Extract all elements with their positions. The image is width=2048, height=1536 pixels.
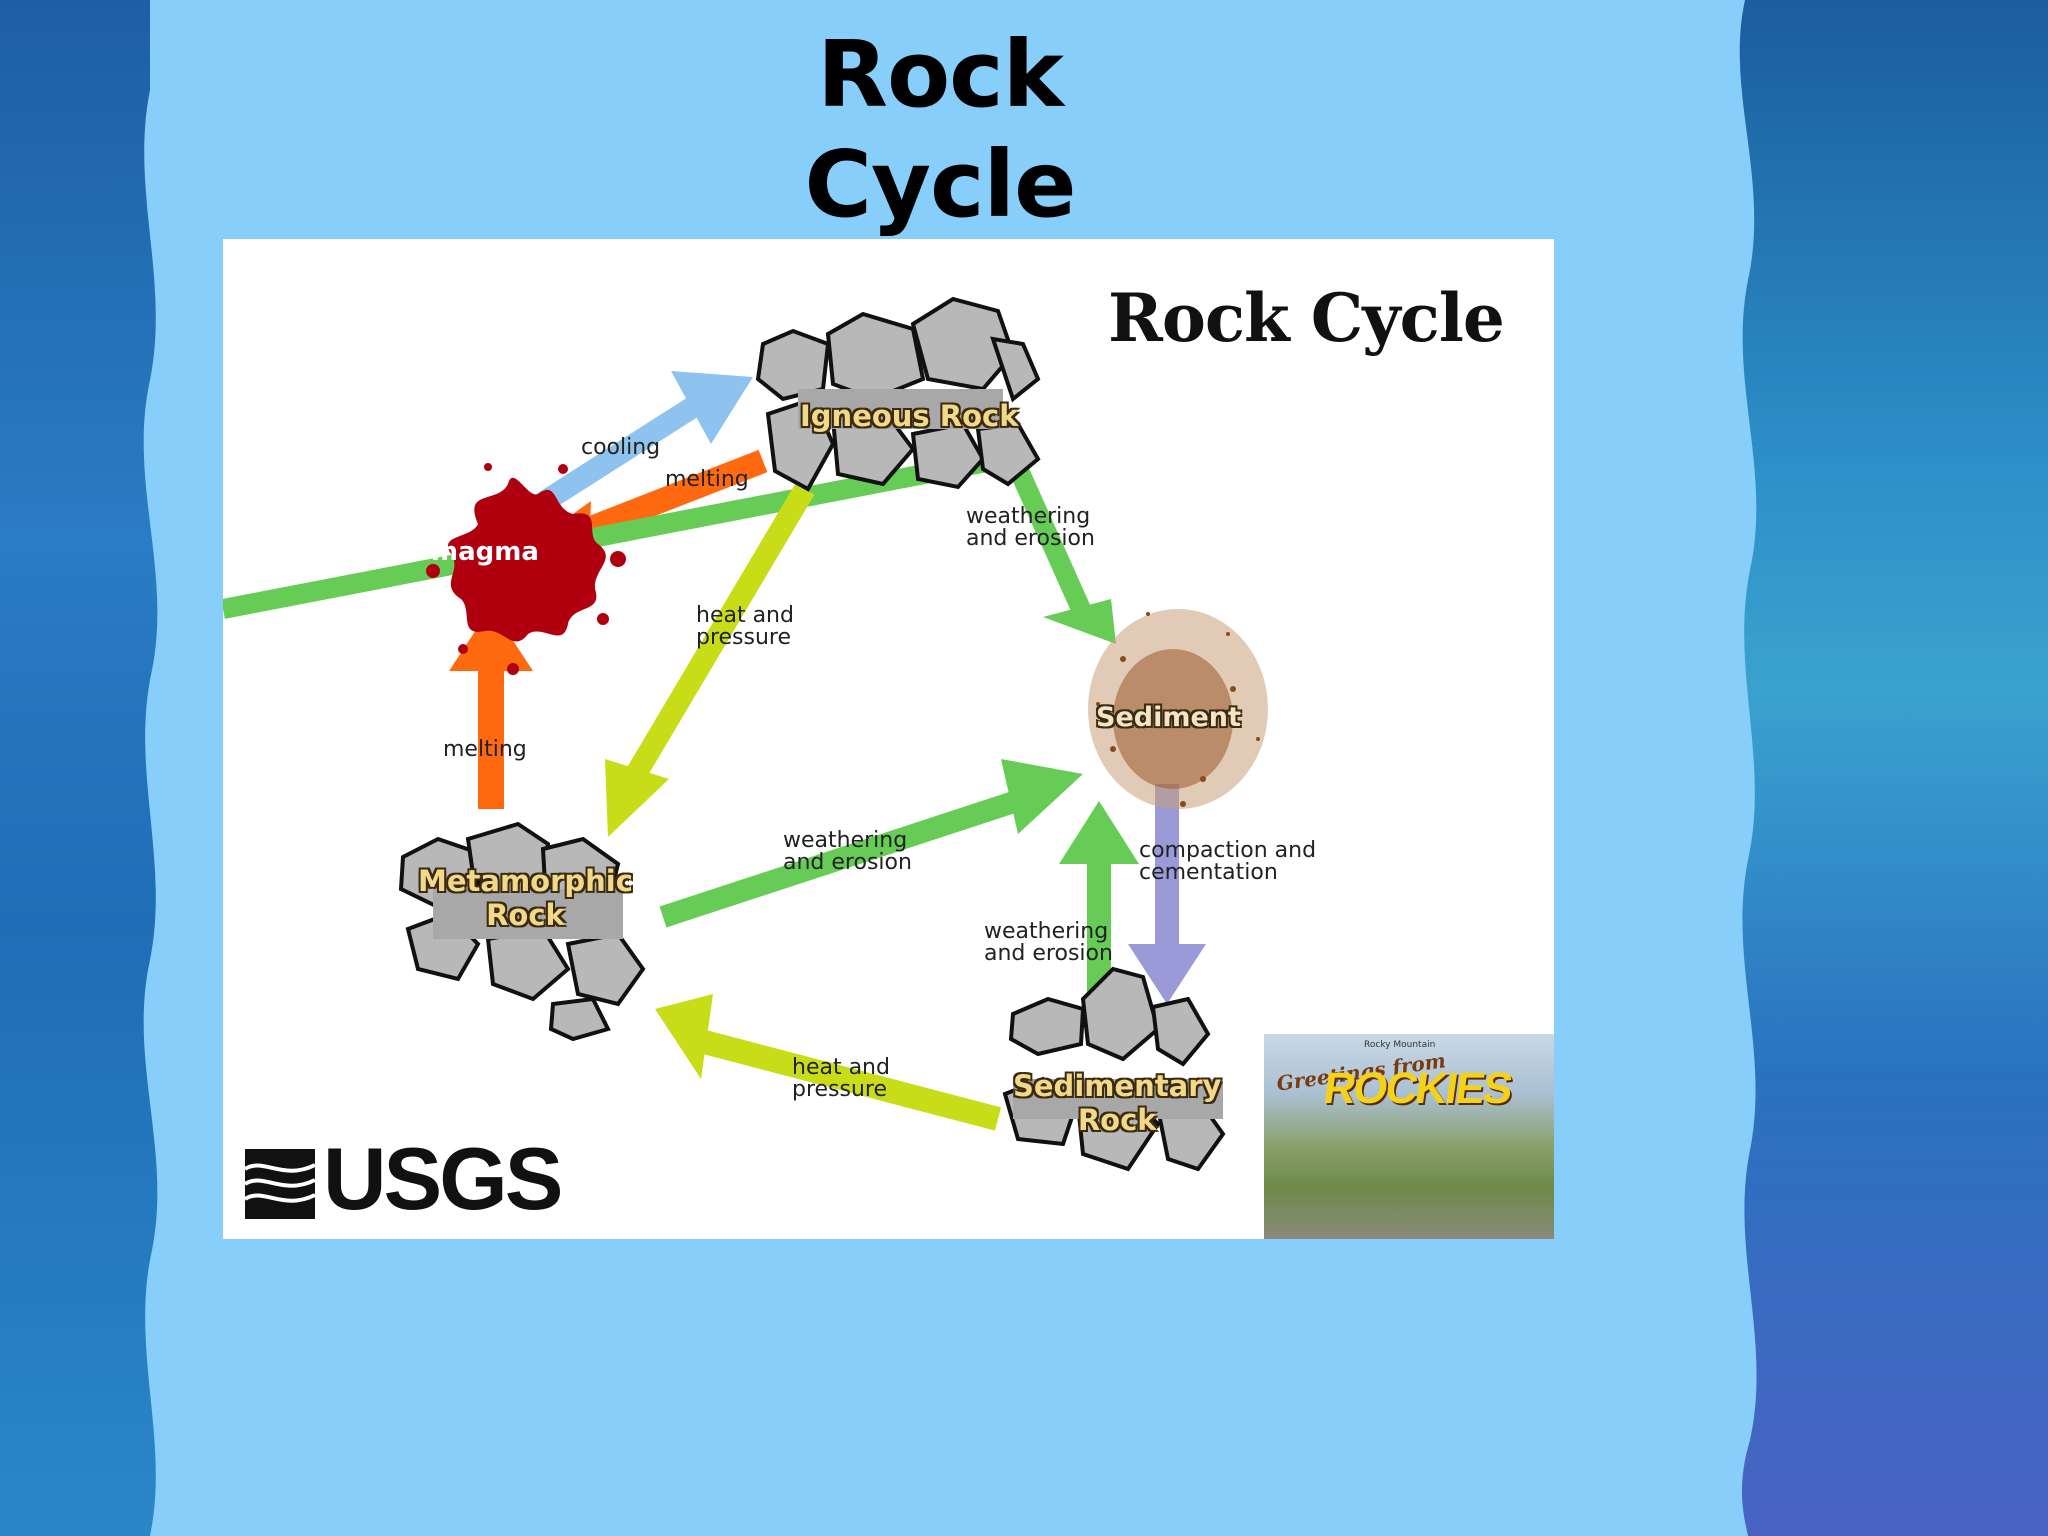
label-heat-pressure-igneous: heat and pressure <box>696 603 794 650</box>
label-melting-left: melting <box>443 737 527 762</box>
label-compaction: compaction and cementation <box>1139 838 1317 885</box>
sediment-cloud <box>1088 609 1268 809</box>
label-heat-pressure-sedimentary: heat and pressure <box>792 1055 890 1102</box>
usgs-logo-text: USGS <box>323 1129 563 1228</box>
rock-cycle-diagram <box>223 296 1268 1219</box>
usgs-logo: USGS <box>245 1129 563 1228</box>
rockies-postcard: Rocky Mountain Greetings from ROCKIES <box>1264 1034 1554 1239</box>
label-melting-top: melting <box>665 467 749 492</box>
metamorphic-rock-label: Metamorphic Rock <box>418 864 633 932</box>
magma-splat <box>426 463 626 675</box>
arrow-melting-left <box>449 607 533 809</box>
arrow-compaction <box>1128 784 1206 1004</box>
igneous-rock-pile <box>755 296 1041 492</box>
magma-label: magma <box>431 537 539 567</box>
igneous-rock-label: Igneous Rock <box>800 399 1019 433</box>
postcard-main-text: ROCKIES <box>1320 1064 1514 1113</box>
sedimentary-rock-pile <box>1002 966 1226 1172</box>
arrow-heat-pressure-igneous <box>605 483 815 837</box>
arrow-heat-pressure-sedimentary <box>655 994 1002 1131</box>
rock-cycle-figure: Rock Cycle Igneous Rock magma Sediment M… <box>223 239 1554 1239</box>
background-right <box>1708 0 2048 1536</box>
arrow-weathering-sedimentary <box>1059 801 1139 999</box>
slide-title: Rock Cycle <box>804 21 1077 238</box>
sedimentary-rock-label: Sedimentary Rock <box>1013 1069 1222 1137</box>
label-weathering-metamorphic: weathering and erosion <box>783 828 912 875</box>
diagram-title: Rock Cycle <box>1108 279 1505 357</box>
metamorphic-rock-pile <box>398 821 646 1042</box>
label-weathering-sedimentary: weathering and erosion <box>984 919 1113 966</box>
arrow-cooling <box>527 371 753 519</box>
usgs-wave-icon <box>243 1149 316 1219</box>
postcard-small-text: Rocky Mountain <box>1364 1040 1436 1050</box>
arrow-weathering-metamorphic <box>659 759 1083 928</box>
label-cooling: cooling <box>581 435 661 460</box>
sediment-label: Sediment <box>1096 702 1241 733</box>
label-weathering-igneous: weathering and erosion <box>966 504 1095 551</box>
